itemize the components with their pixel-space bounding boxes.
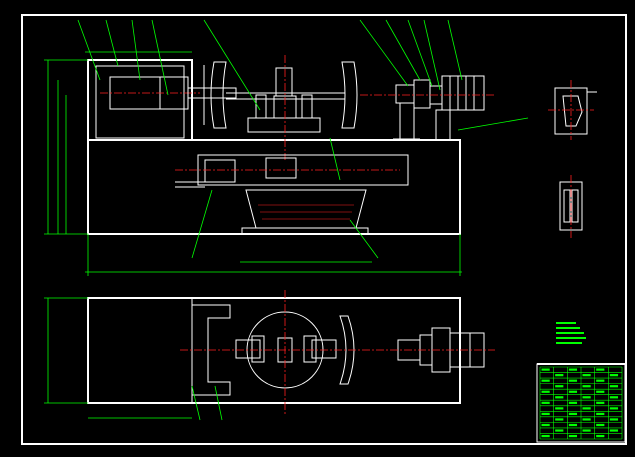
wheel-left bbox=[210, 61, 227, 129]
title-block-cell-text bbox=[541, 434, 550, 438]
hatched-pedestal bbox=[245, 189, 367, 229]
title-block-cell-text bbox=[541, 390, 550, 393]
title-block-cell-text bbox=[541, 412, 550, 416]
title-block-cell-text bbox=[596, 434, 605, 438]
title-block-cell-text bbox=[596, 401, 605, 404]
title-block-cell-text bbox=[609, 418, 619, 421]
title-block-cell-text bbox=[541, 423, 550, 427]
title-block-cell-text bbox=[568, 368, 578, 371]
title-block-cell-text bbox=[582, 396, 591, 399]
title-block-cell-text bbox=[568, 379, 578, 382]
leader-lines bbox=[77, 19, 529, 259]
title-block-cell-text bbox=[568, 412, 578, 416]
title-block-cell-text bbox=[568, 401, 578, 404]
title-block-cell-text bbox=[541, 401, 550, 404]
title-block-cell-text bbox=[568, 390, 578, 393]
title-block-cell-text bbox=[555, 396, 564, 399]
title-block-cell-text bbox=[609, 385, 619, 388]
title-block-cell-text bbox=[609, 396, 619, 399]
title-block-cell-text bbox=[609, 374, 619, 377]
title-block-cell-text bbox=[568, 434, 578, 438]
technical-notes bbox=[556, 322, 586, 344]
sheet-border bbox=[21, 14, 627, 445]
title-block-cell-text bbox=[555, 429, 564, 432]
title-block-cell-text bbox=[596, 423, 605, 427]
title-block-cell-text bbox=[596, 412, 605, 416]
title-block-cell-text bbox=[596, 368, 605, 371]
title-block-cell-text bbox=[596, 379, 605, 382]
title-block-cell-text bbox=[582, 374, 591, 377]
title-block-cell-text bbox=[609, 407, 619, 410]
drive-stand bbox=[399, 102, 415, 140]
title-block-cell-text bbox=[555, 407, 564, 410]
title-block-cell-text bbox=[582, 429, 591, 432]
front-dimensions bbox=[44, 51, 462, 276]
title-block bbox=[536, 363, 626, 443]
wheel-right bbox=[341, 61, 358, 129]
title-block-cell-text bbox=[555, 385, 564, 388]
headstock-housing bbox=[87, 59, 193, 141]
title-block-cell-text bbox=[582, 385, 591, 388]
title-block-cell-text bbox=[555, 418, 564, 421]
slide-carriage bbox=[197, 154, 409, 186]
title-block-cell-text bbox=[568, 423, 578, 427]
title-block-cell-text bbox=[596, 390, 605, 393]
plan-view bbox=[44, 290, 495, 421]
side-detail-lower bbox=[559, 175, 583, 238]
side-detail-upper bbox=[548, 80, 597, 140]
machine-base bbox=[87, 139, 461, 235]
drive-motor bbox=[441, 75, 485, 111]
title-block-cell-text bbox=[582, 407, 591, 410]
title-block-cell-text bbox=[609, 429, 619, 432]
title-block-cell-text bbox=[541, 368, 550, 371]
center-fixture bbox=[247, 117, 321, 133]
title-block-cell-text bbox=[541, 379, 550, 382]
title-block-cell-text bbox=[555, 374, 564, 377]
title-block-cell-text bbox=[582, 418, 591, 421]
front-elevation-view bbox=[87, 55, 495, 235]
